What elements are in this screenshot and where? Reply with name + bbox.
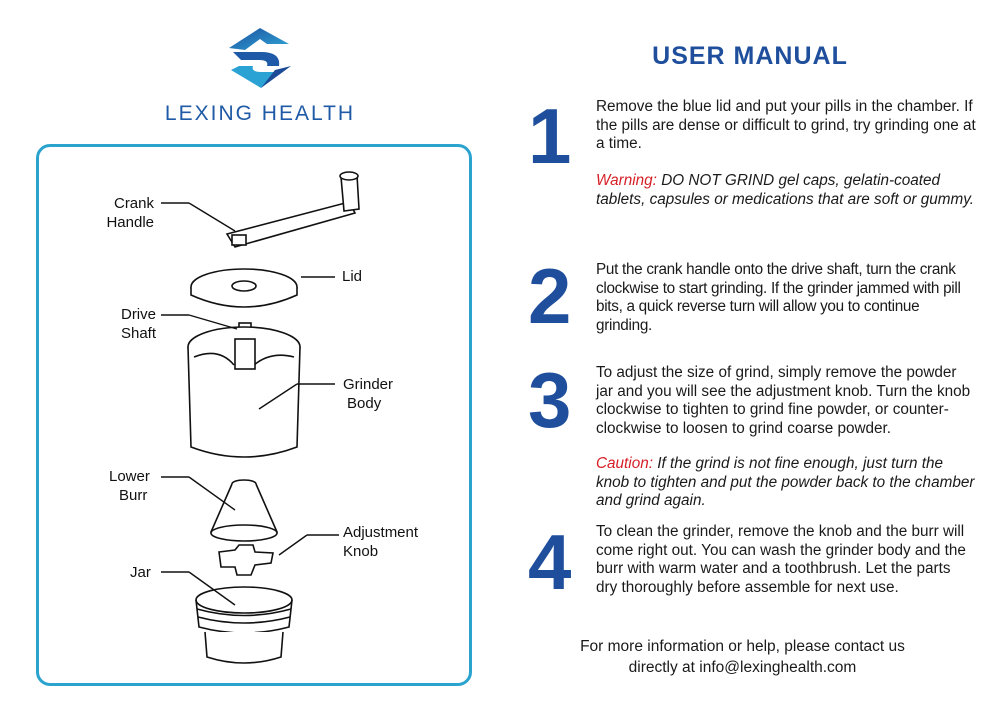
label-grinder-body: Grinder Body xyxy=(343,375,393,413)
contact-line-1: For more information or help, please con… xyxy=(580,638,905,655)
label-lid: Lid xyxy=(342,268,363,285)
contact-line-2: directly at info@lexinghealth.com xyxy=(628,659,857,676)
label-crank-line1: Crank xyxy=(113,195,154,212)
label-drive-line1: Drive xyxy=(120,306,156,323)
adjustment-knob-part xyxy=(218,544,274,576)
label-crank-line2: Handle xyxy=(106,214,154,231)
exploded-parts-diagram: Crank Handle Lid Drive Shaft Grinder Bod… xyxy=(36,144,472,686)
manual-title: USER MANUAL xyxy=(652,42,848,70)
label-jar: Jar xyxy=(130,564,151,581)
step-1-warning: Warning: DO NOT GRIND gel caps, gelatin-… xyxy=(596,172,976,209)
label-lower-burr: Lower Burr xyxy=(109,467,157,505)
step-3-caution: Caution: If the grind is not fine enough… xyxy=(596,455,976,511)
step-1-number: 1 xyxy=(528,92,572,180)
contact-info: For more information or help, please con… xyxy=(540,636,945,678)
grinder-body-part xyxy=(187,322,301,458)
step-4-text: To clean the grinder, remove the knob an… xyxy=(596,523,966,596)
lower-burr-part xyxy=(209,479,279,542)
caution-tag: Caution: xyxy=(596,455,653,472)
warning-tag: Warning: xyxy=(596,172,657,189)
label-body-line2: Body xyxy=(347,395,382,412)
grinder-parts-illustration xyxy=(161,171,360,664)
jar-part xyxy=(195,586,293,664)
label-burr-line1: Lower xyxy=(109,468,150,485)
label-adjustment-knob: Adjustment Knob xyxy=(343,523,418,561)
step-3-number: 3 xyxy=(528,356,572,444)
lid-part xyxy=(190,268,298,308)
step-4-number: 4 xyxy=(528,518,572,606)
step-2-number: 2 xyxy=(528,252,572,340)
crank-handle-part xyxy=(225,171,360,248)
brand-name: LEXING HEALTH xyxy=(164,102,356,125)
label-knob-line1: Adjustment xyxy=(343,524,419,541)
step-1-text: Remove the blue lid and put your pills i… xyxy=(596,98,976,152)
label-crank-handle: Crank Handle xyxy=(106,194,154,232)
step-2-text: Put the crank handle onto the drive shaf… xyxy=(596,261,961,334)
label-drive-line2: Shaft xyxy=(120,325,156,342)
brand-logo: LEXING HEALTH xyxy=(160,22,360,137)
label-drive-shaft: Drive Shaft xyxy=(106,305,156,343)
label-knob-line2: Knob xyxy=(343,543,379,560)
leader-lines xyxy=(161,202,339,606)
label-burr-line2: Burr xyxy=(119,487,148,504)
caution-text: If the grind is not fine enough, just tu… xyxy=(596,455,975,509)
step-3-text: To adjust the size of grind, simply remo… xyxy=(596,364,971,437)
logo-mark-icon xyxy=(229,28,291,88)
warning-text: DO NOT GRIND gel caps, gelatin-coated ta… xyxy=(596,172,975,208)
label-body-line1: Grinder xyxy=(343,376,394,393)
